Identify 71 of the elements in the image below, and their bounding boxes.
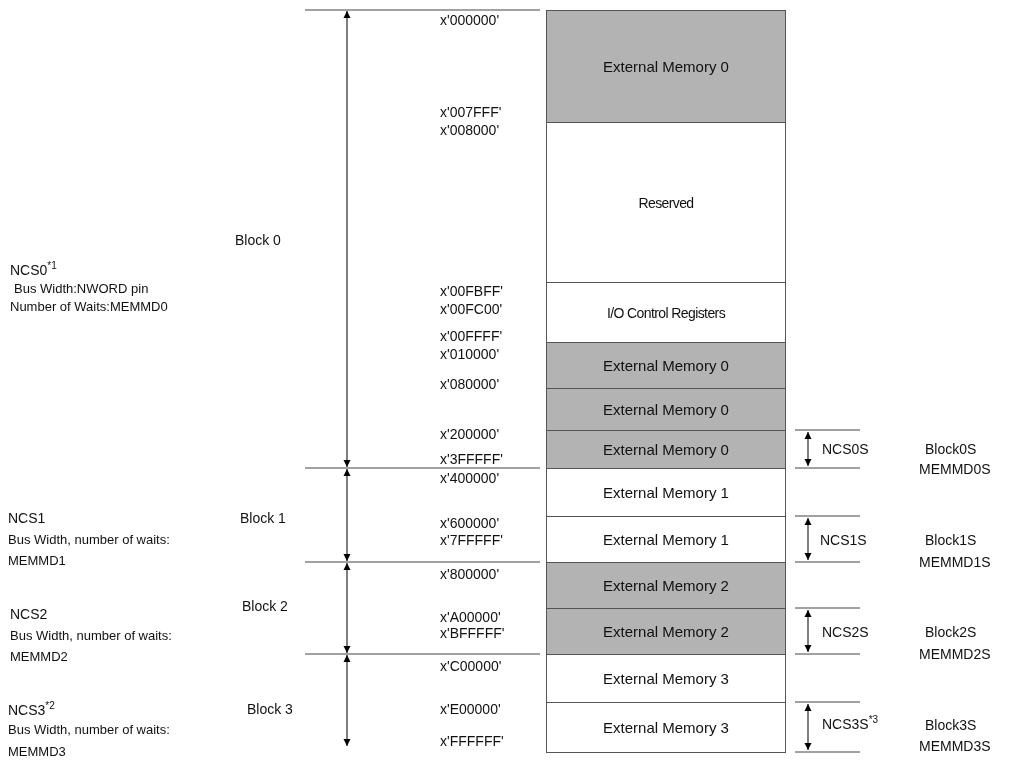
block-label: Block0S	[925, 441, 977, 457]
address-label: x'FFFFFF'	[440, 733, 504, 749]
region-label: I/O Control Registers	[606, 304, 726, 321]
block-label: Block2S	[925, 624, 977, 640]
setting-note: MEMMD2	[10, 649, 68, 665]
region-label: Reserved	[638, 194, 694, 211]
chip-select-label: NCS3$^{*2}$	[8, 699, 55, 718]
address-label: x'007FFF'	[440, 104, 502, 120]
chip-select-label: NCS0$^{*1}$	[10, 259, 57, 278]
block-label: Block 0	[235, 232, 281, 248]
chip-select-label: NCS3S$^{*3}$	[822, 713, 879, 732]
address-label: x'600000'	[440, 515, 500, 531]
address-label: x'008000'	[440, 122, 500, 138]
memory-region	[546, 562, 786, 609]
memory-region	[546, 468, 786, 517]
setting-note: Bus Width, number of waits:	[8, 532, 170, 548]
address-label: x'00FC00'	[440, 301, 503, 317]
memory-region	[546, 654, 786, 703]
setting-note: Number of Waits:MEMMD0	[10, 299, 168, 315]
register-label: MEMMD1S	[919, 554, 991, 570]
region-label: External Memory 0	[603, 401, 729, 418]
chip-select-label: NCS1	[8, 510, 46, 526]
address-label: x'A00000'	[440, 609, 501, 625]
memory-region	[546, 702, 786, 753]
register-label: MEMMD0S	[919, 461, 991, 477]
setting-note: Bus Width, number of waits:	[10, 628, 172, 644]
memory-region	[546, 342, 786, 389]
address-label: x'3FFFFF'	[440, 451, 503, 467]
address-label: x'080000'	[440, 376, 500, 392]
address-label: x'E00000'	[440, 701, 501, 717]
address-label: x'800000'	[440, 566, 500, 582]
region-label: External Memory 2	[603, 577, 729, 594]
address-label: x'BFFFFF'	[440, 625, 505, 641]
memory-region	[546, 388, 786, 431]
block-label: Block3S	[925, 717, 977, 733]
memory-region	[546, 10, 786, 123]
chip-select-label: NCS0S	[822, 441, 869, 457]
address-label: x'00FBFF'	[440, 283, 503, 299]
address-label: x'00FFFF'	[440, 328, 503, 344]
block-label: Block 1	[240, 510, 286, 526]
address-label: x'7FFFFF'	[440, 532, 503, 548]
region-label: External Memory 0	[603, 357, 729, 374]
region-label: External Memory 2	[603, 623, 729, 640]
address-label: x'C00000'	[440, 658, 502, 674]
register-label: MEMMD3S	[919, 738, 991, 754]
setting-note: MEMMD3	[8, 744, 66, 760]
region-label: External Memory 1	[603, 484, 729, 501]
region-label: External Memory 0	[603, 58, 729, 75]
address-label: x'010000'	[440, 346, 500, 362]
address-label: x'200000'	[440, 426, 500, 442]
address-label: x'000000'	[440, 12, 500, 28]
memory-region	[546, 608, 786, 655]
region-label: External Memory 3	[603, 719, 729, 736]
block-label: Block 2	[242, 598, 288, 614]
memory-region	[546, 282, 786, 343]
memory-region	[546, 122, 786, 283]
region-label: External Memory 0	[603, 441, 729, 458]
region-label: External Memory 1	[603, 531, 729, 548]
chip-select-label: NCS2	[10, 606, 48, 622]
setting-note: Bus Width:NWORD pin	[14, 281, 149, 297]
block-label: Block 3	[247, 701, 293, 717]
chip-select-label: NCS2S	[822, 624, 869, 640]
memory-region	[546, 516, 786, 563]
memory-region	[546, 430, 786, 469]
setting-note: MEMMD1	[8, 553, 66, 569]
register-label: MEMMD2S	[919, 646, 991, 662]
region-label: External Memory 3	[603, 670, 729, 687]
chip-select-label: NCS1S	[820, 532, 867, 548]
address-label: x'400000'	[440, 470, 500, 486]
setting-note: Bus Width, number of waits:	[8, 722, 170, 738]
block-label: Block1S	[925, 532, 977, 548]
